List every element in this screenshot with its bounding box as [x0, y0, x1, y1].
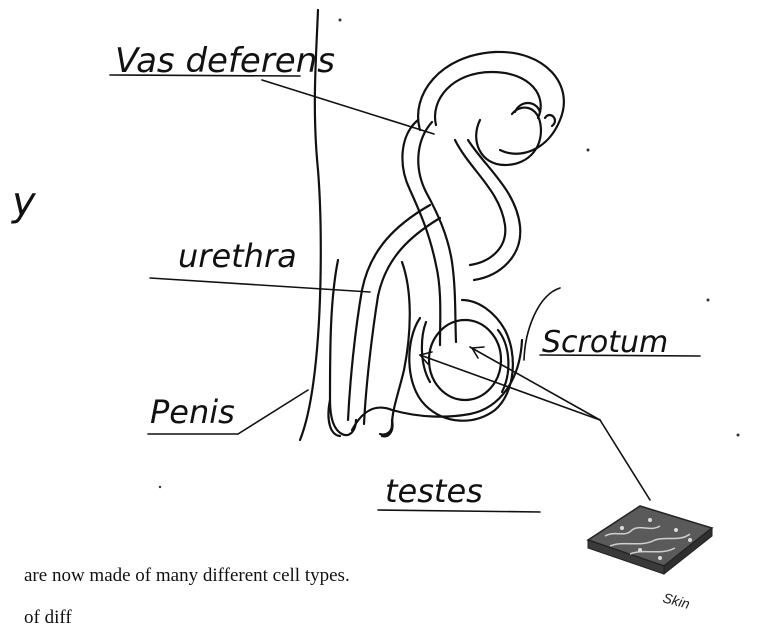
bladder-loop	[476, 108, 541, 165]
printed-text-line-2: of diff	[24, 607, 72, 629]
vas-deferens-tube-outer	[402, 120, 440, 345]
printed-text-line-1: are now made of many different cell type…	[24, 565, 350, 587]
penis-outline	[330, 260, 356, 435]
label-testes: testes	[385, 472, 483, 510]
skin-caption: Skin	[661, 589, 692, 612]
gland-curl	[515, 103, 555, 126]
urethra-tube-inner	[364, 218, 440, 424]
vas-deferens-loop	[455, 140, 505, 265]
leader-testes-arrow-2	[420, 355, 600, 420]
underline-vas-deferens	[110, 75, 300, 76]
underline-testes	[378, 510, 540, 512]
label-urethra: urethra	[178, 237, 297, 275]
underline-scrotum	[540, 355, 700, 356]
leader-urethra	[150, 278, 370, 292]
seminal-vesicle	[418, 52, 564, 154]
urethra-tube-outer	[348, 205, 430, 420]
label-penis: Penis	[150, 393, 235, 431]
testis	[429, 320, 501, 400]
vas-deferens-tube-inner	[418, 122, 456, 342]
vas-deferens-loop-inner	[468, 140, 520, 280]
margin-mark: y	[11, 179, 37, 225]
leader-penis	[238, 390, 308, 434]
leader-vas-deferens	[262, 80, 434, 134]
leader-testes-down	[600, 420, 650, 500]
arrowhead-1	[472, 347, 484, 358]
skin-tile-icon	[588, 506, 712, 574]
seminal-vesicle-inner	[435, 72, 541, 125]
